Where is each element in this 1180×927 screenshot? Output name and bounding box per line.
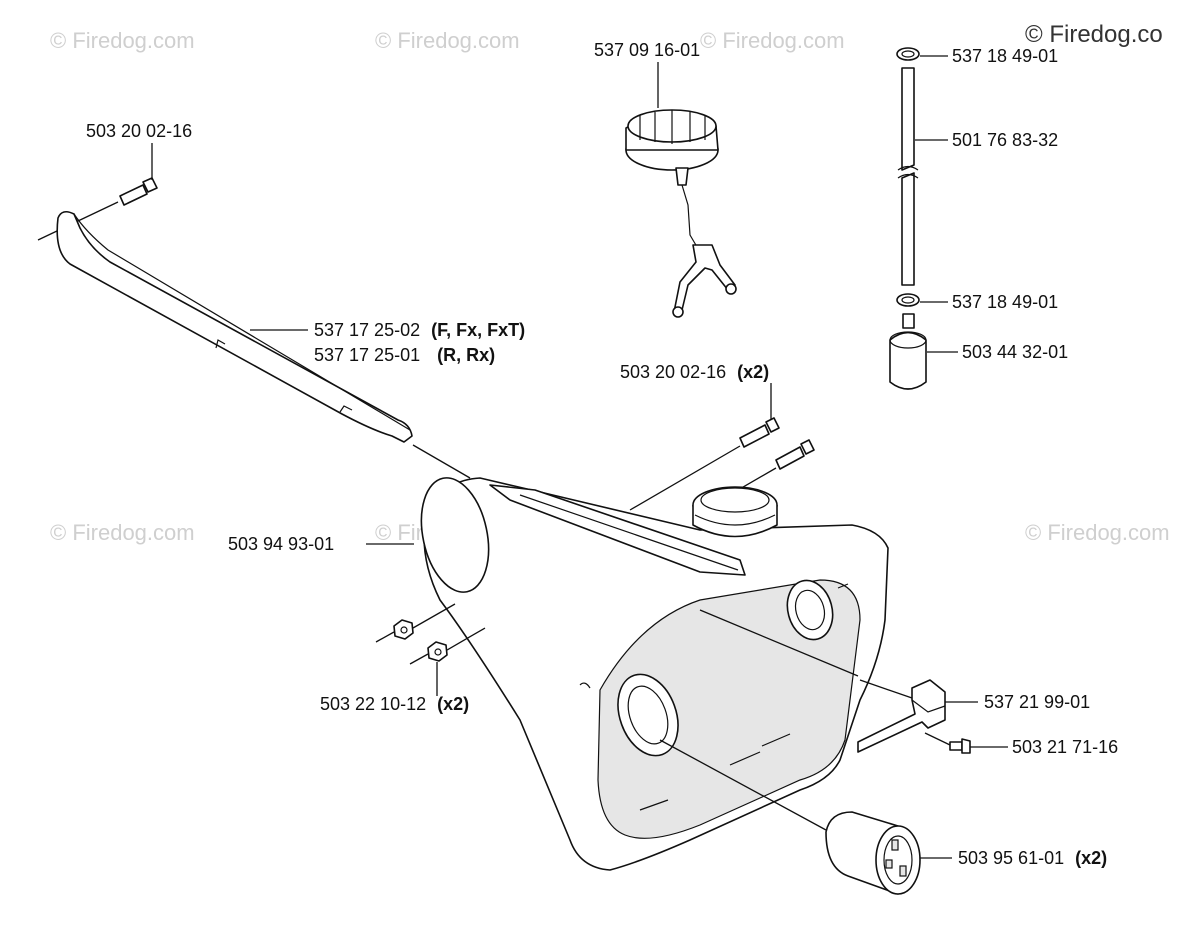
screw-pair-part-label: 503 20 02-16 (x2) [620, 362, 769, 382]
screw-top-left-illustration [119, 177, 158, 206]
watermark-top-left: © Firedog.com [50, 28, 195, 53]
bracket-part-label: 537 21 99-01 [984, 692, 1090, 712]
screw-pair-number: 503 20 02-16 [620, 362, 726, 382]
shaft-tube-b-models: (R, Rx) [437, 345, 495, 365]
fuel-hose-part-label: 501 76 83-32 [952, 130, 1058, 150]
shaft-tube-a-models: (F, Fx, FxT) [431, 320, 525, 340]
bracket-illustration [857, 679, 946, 753]
shaft-tube-b-label: 537 17 25-01 (R, Rx) [314, 345, 495, 365]
screw-top-part-label: 503 20 02-16 [86, 121, 192, 141]
cap-part-label: 537 09 16-01 [594, 40, 700, 60]
fuel-tank-illustration [420, 477, 889, 871]
nut-part-label: 503 22 10-12 (x2) [320, 694, 469, 714]
shaft-axis-line [412, 444, 471, 479]
screw-pair-quantity: (x2) [737, 362, 769, 382]
shaft-tube-b-number: 537 17 25-01 [314, 345, 420, 365]
bracket-tank-axis [699, 609, 859, 677]
oring-top-part-label: 537 18 49-01 [952, 46, 1058, 66]
nut-axis-b-ext [409, 653, 429, 665]
screw-pair-illustration [739, 417, 815, 470]
watermark-corner: © Firedog.co [1025, 21, 1163, 48]
screw-bracket-axis [924, 732, 951, 746]
watermark-top-center: © Firedog.com [375, 28, 520, 53]
watermarks: © Firedog.com © Firedog.com © Firedog.co… [50, 21, 1170, 545]
shaft-tube-a-label: 537 17 25-02 (F, Fx, FxT) [314, 320, 525, 340]
watermark-mid-far-right: © Firedog.com [1025, 520, 1170, 545]
nut-quantity: (x2) [437, 694, 469, 714]
damper-number: 503 95 61-01 [958, 848, 1064, 868]
watermark-mid-left: © Firedog.com [50, 520, 195, 545]
nut-axis-b [446, 627, 486, 651]
tank-part-label: 503 94 93-01 [228, 534, 334, 554]
oring-bottom-part-label: 537 18 49-01 [952, 292, 1058, 312]
nut-axis-a [412, 603, 456, 629]
damper-axis [659, 739, 827, 831]
damper-quantity: (x2) [1075, 848, 1107, 868]
watermark-top-right: © Firedog.com [700, 28, 845, 53]
damper-part-label: 503 95 61-01 (x2) [958, 848, 1107, 868]
screw-bracket-illustration [949, 738, 971, 754]
nut-pair-illustration [393, 619, 448, 662]
nut-axis-a-ext [375, 631, 395, 643]
nut-number: 503 22 10-12 [320, 694, 426, 714]
fuel-hose-illustration [889, 47, 927, 390]
fuel-cap-illustration [625, 109, 737, 318]
screw-bracket-part-label: 503 21 71-16 [1012, 737, 1118, 757]
damper-illustration [825, 811, 921, 895]
shaft-tube-a-number: 537 17 25-02 [314, 320, 420, 340]
fuel-filter-part-label: 503 44 32-01 [962, 342, 1068, 362]
bracket-axis [859, 679, 913, 699]
screw-pair-axis-a [629, 445, 741, 511]
shaft-guard-illustration [56, 210, 413, 443]
screw-top-axis [37, 201, 119, 241]
